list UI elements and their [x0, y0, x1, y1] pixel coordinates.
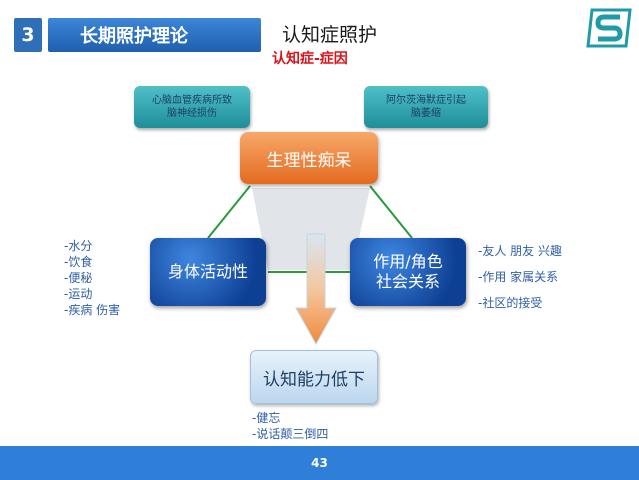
page-number: 43 [311, 456, 328, 470]
cause-left-line-1: 心脑血管疾病所致 [152, 95, 232, 106]
section-title-bar: 长期照护理论 [48, 18, 261, 52]
bottom-box: 认知能力低下 [250, 350, 378, 404]
bottom-box-label: 认知能力低下 [263, 369, 365, 390]
logo-icon [586, 8, 632, 48]
list-item: -作用 家属关系 [478, 270, 559, 284]
list-item: -友人 朋友 兴趣 [478, 244, 562, 258]
list-item: -饮食 [64, 255, 93, 269]
footer-bar: 43 [0, 446, 639, 480]
right-box-line-1: 作用/角色 [373, 252, 443, 271]
center-top-label: 生理性痴呆 [266, 150, 352, 171]
cause-right-line-2: 脑萎缩 [411, 108, 441, 119]
list-item: -健忘 [252, 411, 281, 425]
section-number-badge: 3 [14, 18, 42, 52]
cause-box-right: 阿尔茨海默症引起 脑萎缩 [364, 86, 488, 128]
left-list: -水分 -饮食 -便秘 -运动 -疾病 伤害 [64, 238, 120, 318]
line-top-left [207, 185, 251, 239]
list-item: -便秘 [64, 271, 93, 285]
right-box: 作用/角色 社会关系 [350, 238, 466, 306]
bottom-list: -健忘 -说话颠三倒四 [252, 410, 328, 442]
section-title: 长期照护理论 [80, 26, 188, 47]
list-item: -说话颠三倒四 [252, 427, 329, 441]
page-title: 认知症照护 [282, 24, 378, 46]
left-box: 身体活动性 [150, 238, 266, 306]
cause-right-line-1: 阿尔茨海默症引起 [386, 95, 466, 106]
list-item: -社区的接受 [478, 296, 543, 310]
list-item: -运动 [64, 287, 93, 301]
list-item: -疾病 伤害 [64, 303, 121, 317]
line-top-right [369, 185, 413, 239]
down-arrow-icon [295, 233, 337, 346]
right-list: -友人 朋友 兴趣 -作用 家属关系 -社区的接受 [478, 238, 562, 316]
center-trapezoid [252, 188, 370, 270]
left-box-label: 身体活动性 [167, 262, 248, 281]
list-item: -水分 [64, 239, 93, 253]
page-subtitle: 认知症-症因 [272, 51, 348, 67]
cause-left-line-2: 脑神经损伤 [167, 108, 217, 119]
right-box-line-2: 社会关系 [375, 272, 440, 291]
cause-box-left: 心脑血管疾病所致 脑神经损伤 [134, 86, 250, 128]
center-top-box: 生理性痴呆 [240, 132, 378, 184]
